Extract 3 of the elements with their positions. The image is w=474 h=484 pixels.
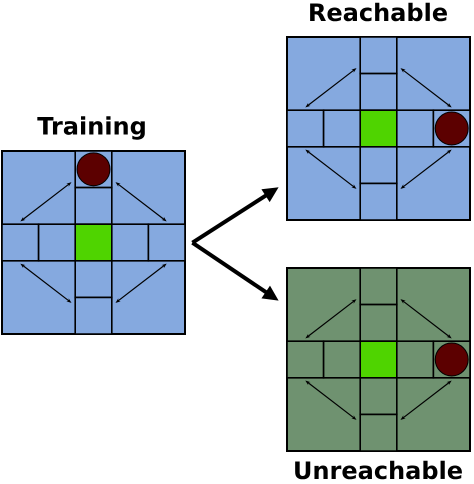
panel-title: Unreachable	[295, 460, 462, 480]
panel-title: Reachable	[310, 2, 447, 22]
panel-title: Training	[37, 116, 145, 140]
